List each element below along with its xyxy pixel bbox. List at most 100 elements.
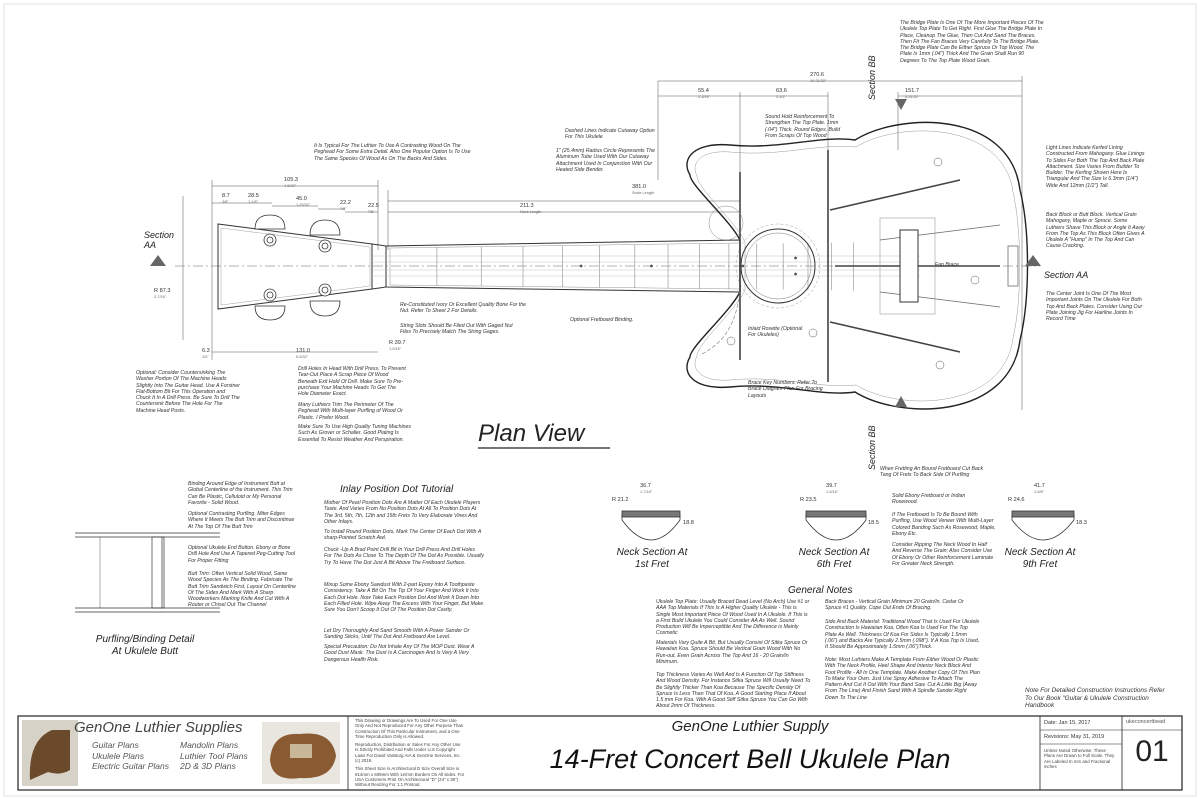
section-bb-bottom-label: Section BB [867, 425, 877, 470]
inlay-paragraph-3: Chuck -Up A Brad Point Drill Bit In Your… [324, 547, 485, 566]
section-markers [150, 99, 1041, 407]
note-drill-holes: Drill Holes In Head With Drill Press. To… [298, 366, 406, 398]
neck-section-9-height: 18.3 [1076, 520, 1087, 526]
note-light-lines: Light Lines Indicate Kerfed Lining Const… [1046, 145, 1145, 189]
link-mandolin-plans[interactable]: Mandolin Plans [180, 740, 239, 750]
note-sound-hold: Sound Hold Reinforcement To Strengthen T… [765, 114, 841, 139]
note-string-slots: String Slots Should Be Filed Out With Ga… [400, 323, 513, 336]
links-right: Mandolin Plans Luthier Tool Plans 2D & 3… [180, 740, 248, 772]
link-electric-guitar-plans[interactable]: Electric Guitar Plans [92, 761, 169, 771]
note-brace-keys: Brace Key Numbers. Refer To Brace Diagra… [748, 380, 823, 399]
inlay-paragraph-2: To Install Round Position Dots, Mark The… [324, 529, 482, 542]
revisions-field: Revisions: May 31, 2019 [1044, 734, 1105, 740]
purfling-note-3: Optional Ukulele End Button. Ebony or Bo… [188, 545, 295, 564]
title-block-frame [17, 715, 1183, 791]
general-note-left-3: Top Thickness Varies As Well And Is A Fu… [656, 672, 811, 710]
product-photo [22, 720, 340, 786]
dimension-lines [182, 76, 1023, 410]
neck-section-9-radius: R 24.6 [1008, 497, 1025, 503]
ukulele-body [686, 121, 1029, 410]
note-fretboard-binding: Optional Fretboard Binding. [570, 317, 634, 323]
note-nut: Re-Constituted Ivory Or Excellent Qualit… [400, 302, 526, 315]
general-note-left-2: Materials Vary Quite A Bit, But Usually … [656, 640, 808, 665]
neck-section-6-radius: R 23.5 [800, 497, 817, 503]
general-note-right-2: Side And Back Material: Traditional Wood… [825, 619, 980, 651]
fretboard-note-3: If The Fretboard Is To Be Bound With Pur… [892, 512, 996, 537]
plan-view-title: Plan View [478, 420, 585, 447]
purfling-detail-drawing [75, 532, 220, 613]
neck-section-1-radius: R 21.2 [612, 497, 629, 503]
section-bb-top-label: Section BB [867, 55, 877, 100]
inlay-title: Inlay Position Dot Tutorial [340, 484, 454, 495]
position-dot [579, 264, 583, 268]
note-back-block: Back Block or Butt Block. Vertical Grain… [1046, 212, 1145, 250]
company-name: GenOne Luthier Supplies [74, 719, 243, 736]
note-dashed-lines: Dashed Lines Indicate Cutaway Option For… [565, 128, 655, 141]
note-center-joint: The Center Joint Is One Of The Most Impo… [1046, 291, 1143, 323]
sheet-border [3, 3, 1197, 797]
units-note: Unless Noted Otherwise, These Plans Are … [1044, 748, 1115, 770]
date-field: Date: Jan 15, 2017 [1044, 720, 1091, 726]
file-name: ukeconcertbead [1126, 719, 1166, 725]
general-notes-title: General Notes [788, 585, 853, 596]
note-trim-perimeter: Many Luthiers Trim The Perimeter Of The … [298, 402, 403, 421]
position-dot [741, 264, 745, 268]
copyright-2: Reproduction, Distribution or Sales For … [355, 742, 461, 764]
copyright-3: This Sheet Size Is Architectural D Size … [355, 766, 465, 788]
purfling-note-4: Butt Trim: Often Vertical Solid Wood, Sa… [188, 571, 297, 609]
note-tuning-machines: Make Sure To Use High Quality Tuning Mac… [298, 424, 412, 443]
section-aa-left-label: Section AA [144, 230, 175, 250]
note-countersink: Optional: Consider Countersinking The Wa… [136, 370, 240, 414]
inlay-paragraph-4: Mixup Some Ebony Sawdust With 2-part Epo… [324, 582, 484, 614]
purfling-note-1: Binding Around Edge of Instrument Butt a… [188, 481, 293, 506]
neck-section-drawings [621, 510, 1075, 541]
link-2d-3d-plans[interactable]: 2D & 3D Plans [180, 761, 236, 771]
sheet-number: 01 [1135, 735, 1169, 768]
inlay-paragraph-6: Special Precaution: Do Not Inhale Any Of… [324, 644, 475, 663]
construction-note: Note For Detailed Construction Instructi… [1025, 687, 1165, 709]
note-bridge-plate: The Bridge Plate Is One Of The More Impo… [900, 20, 1044, 64]
copyright-block: This Drawing or Drawings Are To Used For… [355, 718, 465, 788]
link-luthier-tool-plans[interactable]: Luthier Tool Plans [180, 750, 248, 761]
inlay-paragraph-1: Mother Of Pearl Position Dots Are A Matt… [324, 500, 481, 525]
purfling-note-2: Optional Contrasting Purfling. Miter Edg… [188, 511, 295, 530]
fretboard-note-1: When Fretting An Bound Fretboard Cut Bac… [880, 466, 984, 479]
general-note-right-3: Note: Most Luthiers Make A Template From… [825, 657, 980, 701]
link-guitar-plans[interactable]: Guitar Plans [92, 740, 139, 750]
position-dot [650, 264, 653, 268]
copyright-1: This Drawing or Drawings Are To Used For… [355, 718, 464, 739]
position-dot [794, 272, 797, 276]
position-dot [794, 256, 797, 260]
inlay-paragraph-5: Let Dry Thoroughly And Sand Smooth With … [324, 628, 470, 641]
plan-title: 14-Fret Concert Bell Ukulele Plan [549, 744, 951, 774]
links-left: Guitar Plans Ukulele Plans Electric Guit… [92, 740, 169, 772]
neck-section-1-height: 18.8 [683, 520, 694, 526]
general-note-right-1: Back Braces - Vertical Grain Minimum 20 … [825, 599, 964, 612]
headstock [217, 214, 387, 321]
note-contrasting-wood: It Is Typical For The Luthier To Use A C… [314, 143, 471, 162]
general-note-left-1: Ukulele Top Plate: Usually Braced Dead L… [656, 599, 810, 637]
link-ukulele-plans[interactable]: Ukulele Plans [92, 750, 144, 761]
